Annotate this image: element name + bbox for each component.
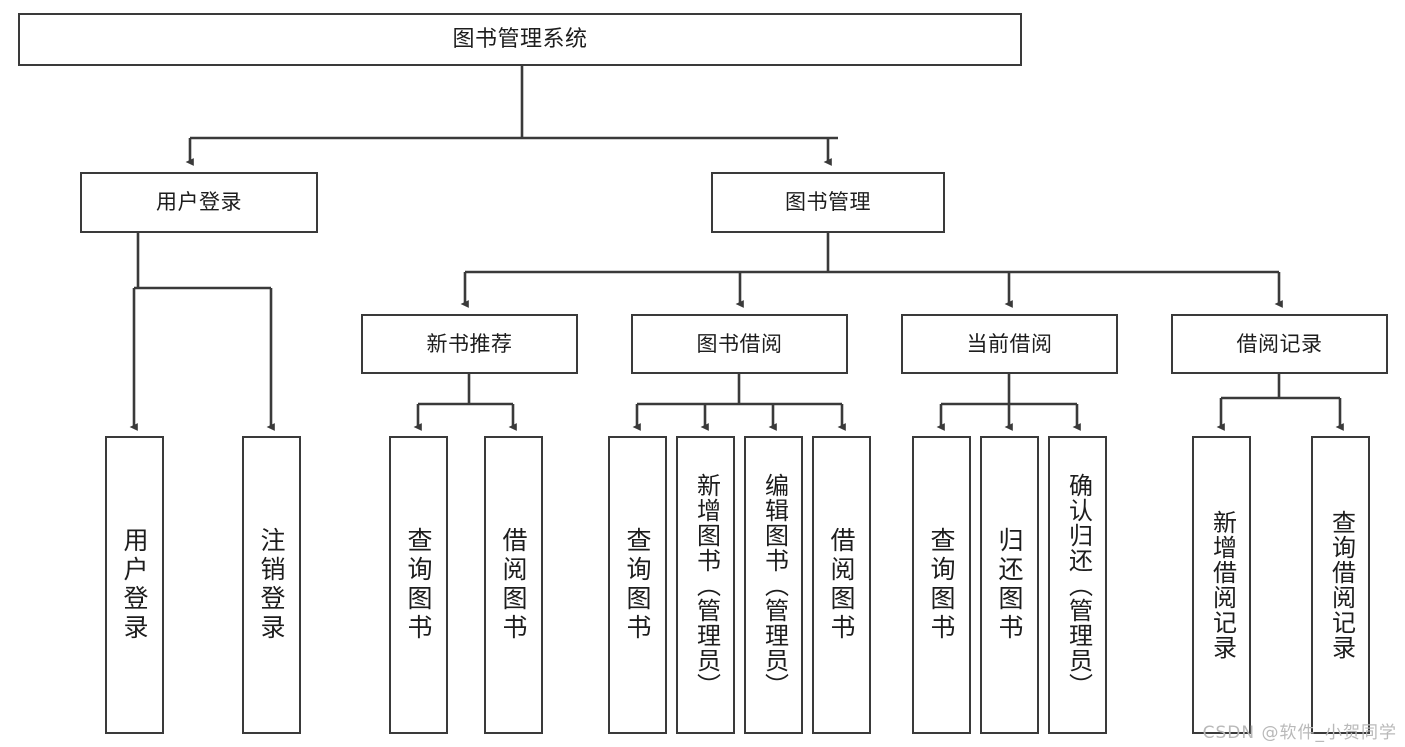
leaf-record-add[interactable]: 新增借阅记录 [1192,436,1251,734]
node-user-login[interactable]: 用户登录 [80,172,318,233]
leaf-label: 注销登录 [257,527,286,643]
node-root[interactable]: 图书管理系统 [18,13,1022,66]
node-current-borrow-label: 当前借阅 [966,331,1053,356]
leaf-label: 新增图书（管理员） [692,472,721,698]
node-borrow-record[interactable]: 借阅记录 [1171,314,1388,374]
leaf-current-query-book[interactable]: 查询图书 [912,436,971,734]
node-root-label: 图书管理系统 [452,26,588,52]
leaf-label: 新增借阅记录 [1208,510,1237,660]
leaf-label: 用户登录 [120,527,149,643]
node-book-borrow-label: 图书借阅 [696,331,783,356]
leaf-borrow-add-book-admin[interactable]: 新增图书（管理员） [676,436,735,734]
node-new-book-recommend-label: 新书推荐 [426,331,513,356]
leaf-label: 确认归还（管理员） [1064,472,1093,698]
node-user-login-label: 用户登录 [156,190,242,215]
leaf-borrow-borrow-book[interactable]: 借阅图书 [812,436,871,734]
leaf-label: 编辑图书（管理员） [760,472,789,698]
leaf-borrow-query-book[interactable]: 查询图书 [608,436,667,734]
leaf-record-query[interactable]: 查询借阅记录 [1311,436,1370,734]
leaf-label: 查询图书 [623,527,652,643]
leaf-label: 借阅图书 [827,527,856,643]
leaf-new-book-borrow[interactable]: 借阅图书 [484,436,543,734]
node-book-management[interactable]: 图书管理 [711,172,945,233]
leaf-current-confirm-return-admin[interactable]: 确认归还（管理员） [1048,436,1107,734]
leaf-label: 查询图书 [404,527,433,643]
leaf-user-login-logout[interactable]: 注销登录 [242,436,301,734]
leaf-borrow-edit-book-admin[interactable]: 编辑图书（管理员） [744,436,803,734]
leaf-label: 查询图书 [927,527,956,643]
node-book-borrow[interactable]: 图书借阅 [631,314,848,374]
node-borrow-record-label: 借阅记录 [1236,331,1323,356]
leaf-label: 查询借阅记录 [1327,510,1356,660]
node-book-management-label: 图书管理 [785,190,871,215]
leaf-label: 归还图书 [995,527,1024,643]
leaf-current-return-book[interactable]: 归还图书 [980,436,1039,734]
node-current-borrow[interactable]: 当前借阅 [901,314,1118,374]
leaf-label: 借阅图书 [499,527,528,643]
node-new-book-recommend[interactable]: 新书推荐 [361,314,578,374]
leaf-new-book-query[interactable]: 查询图书 [389,436,448,734]
leaf-user-login-login[interactable]: 用户登录 [105,436,164,734]
